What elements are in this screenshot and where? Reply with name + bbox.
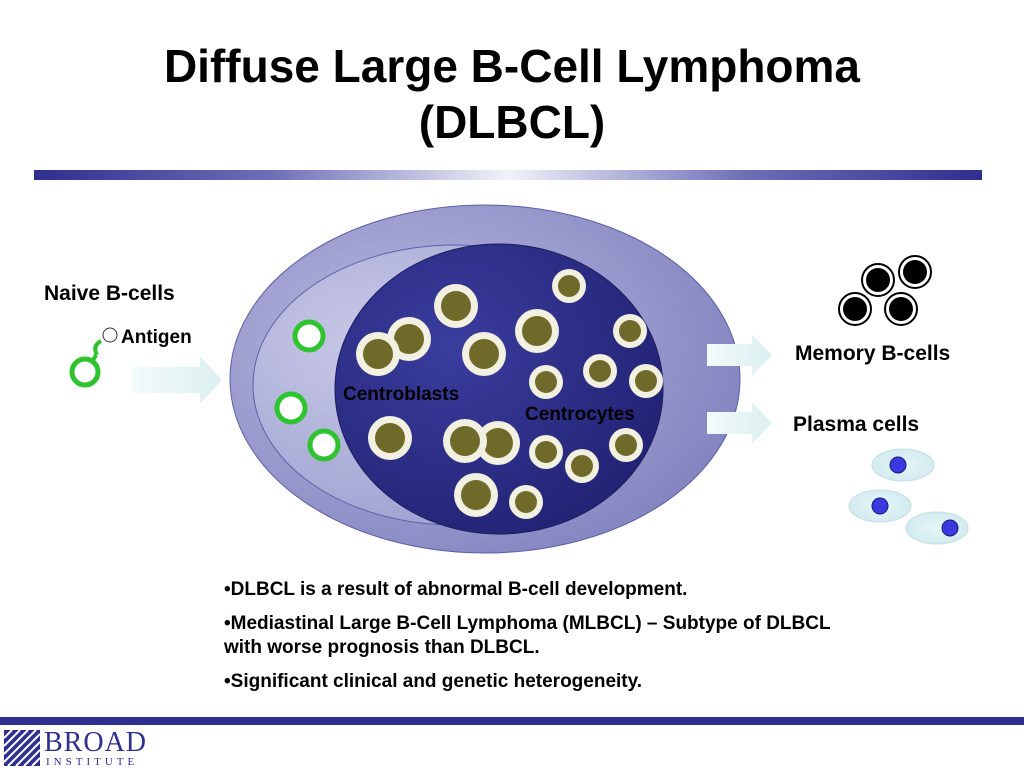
- centrocyte-cell: [529, 365, 563, 399]
- centroblasts-label: Centroblasts: [343, 384, 460, 405]
- centroblast-cell: [462, 332, 506, 376]
- centroblast-cell: [443, 419, 487, 463]
- centrocyte-cell: [552, 269, 586, 303]
- logo-subtitle: INSTITUTE: [46, 756, 139, 768]
- centroblast-cells: [356, 284, 559, 517]
- centroblast-cell: [434, 284, 478, 328]
- centrocytes-label: Centrocytes: [525, 404, 635, 425]
- centroblast-cell: [476, 421, 520, 465]
- arrow-right-icon: [707, 334, 772, 376]
- centrocyte-cell: [609, 428, 643, 462]
- plasma-cells: [848, 448, 969, 545]
- memory-b-cells: [838, 255, 932, 326]
- naive-b-cell: [69, 327, 118, 388]
- centroblast-cell: [515, 309, 559, 353]
- bullet-item: •Mediastinal Large B-Cell Lymphoma (MLBC…: [224, 613, 831, 658]
- title-line-2: (DLBCL): [418, 96, 606, 148]
- bullet-list: •DLBCL is a result of abnormal B-cell de…: [224, 578, 864, 704]
- mantle-green-cells: [274, 319, 341, 462]
- arrow-right-icon: [707, 402, 772, 444]
- plasma-cells-label: Plasma cells: [793, 413, 920, 436]
- bullet-item: •DLBCL is a result of abnormal B-cell de…: [224, 579, 688, 600]
- centroblast-cell: [368, 416, 412, 460]
- plasma-cell: [905, 511, 969, 545]
- centrocyte-cell: [629, 364, 663, 398]
- antigen-label: Antigen: [121, 327, 192, 348]
- footer-divider: [0, 717, 1024, 725]
- memory-b-cells-label: Memory B-cells: [795, 342, 951, 365]
- centroblast-cell: [454, 473, 498, 517]
- centrocyte-cell: [529, 435, 563, 469]
- green-cell: [292, 319, 326, 353]
- centroblast-cell: [356, 332, 400, 376]
- naive-b-cells-label: Naive B-cells: [44, 282, 175, 305]
- green-cell: [307, 428, 341, 462]
- antigen-icon: [102, 327, 118, 343]
- centrocyte-cell: [613, 314, 647, 348]
- page-title: Diffuse Large B-Cell Lymphoma (DLBCL): [0, 38, 1024, 150]
- broad-institute-logo: BROAD INSTITUTE: [4, 727, 154, 768]
- green-cell: [274, 391, 308, 425]
- centrocyte-cell: [583, 354, 617, 388]
- centrocyte-cells: [509, 269, 663, 519]
- title-divider: [34, 170, 982, 180]
- centrocyte-cell: [509, 485, 543, 519]
- logo-word: BROAD: [44, 727, 148, 758]
- broad-logo-mark-icon: [4, 730, 40, 766]
- title-line-1: Diffuse Large B-Cell Lymphoma: [163, 40, 861, 92]
- bullet-item: •Significant clinical and genetic hetero…: [224, 671, 643, 692]
- arrow-right-icon: [132, 356, 222, 404]
- centrocyte-cell: [565, 449, 599, 483]
